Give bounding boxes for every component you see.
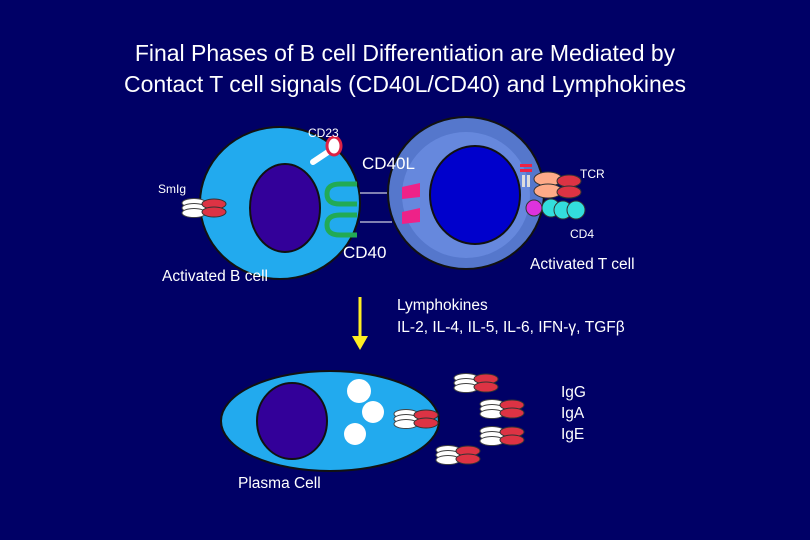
cd23-label: CD23 [308, 126, 339, 140]
plasma-cell-label: Plasma Cell [238, 475, 321, 492]
secreted-antibody-5 [435, 445, 481, 465]
smig-antibody [181, 198, 227, 218]
secreted-antibody-1 [453, 373, 499, 393]
cd40l-ligand-bottom [402, 208, 420, 224]
mhc-red-2 [556, 185, 582, 199]
activated-b-cell-label: Activated B cell [162, 268, 268, 285]
tcr-bar-3 [522, 175, 525, 187]
activated-t-cell [387, 116, 586, 270]
tcr-bar-4 [527, 175, 530, 187]
b-cell-nucleus [249, 163, 321, 253]
cd23-head [325, 135, 343, 157]
tcr-bar-1 [520, 164, 532, 167]
secreted-antibody-4 [479, 426, 525, 446]
cd40-receptor-bottom [324, 212, 357, 238]
page-title: Final Phases of B cell Differentiation a… [0, 38, 810, 100]
title-line-1: Final Phases of B cell Differentiation a… [134, 40, 676, 66]
tcr-label: TCR [580, 167, 605, 181]
cd40l-ligand-top [402, 183, 420, 199]
plasma-cell-nucleus [256, 382, 328, 460]
cd4-domain-3 [566, 200, 586, 220]
cd4-magenta [525, 199, 543, 217]
smig-label: SmIg [158, 182, 187, 196]
lymphokine-list: IL-2, IL-4, IL-5, IL-6, IFN-γ, TGFβ [397, 319, 625, 336]
secreted-antibody-2 [393, 409, 439, 429]
tcr-bar-2 [520, 169, 532, 172]
cd40-receptor-top [324, 181, 357, 207]
activated-t-cell-label: Activated T cell [530, 256, 635, 273]
activated-b-cell [181, 126, 392, 280]
lymphokines-label: Lymphokines [397, 297, 488, 314]
differentiation-arrow [352, 297, 368, 350]
cd40l-label: CD40L [362, 154, 415, 173]
title-line-2: Contact T cell signals (CD40L/CD40) and … [123, 71, 687, 97]
t-cell-nucleus [429, 145, 521, 245]
cd40-label: CD40 [343, 243, 387, 262]
iga-label: IgA [561, 405, 585, 422]
vesicle-3 [344, 423, 366, 445]
ige-label: IgE [561, 426, 585, 443]
vesicle-1 [347, 379, 371, 403]
plasma-cell [220, 370, 440, 472]
cd4-label: CD4 [570, 227, 595, 241]
igg-label: IgG [561, 384, 586, 401]
vesicle-2 [362, 401, 384, 423]
secreted-antibody-3 [479, 399, 525, 419]
mhc-red-1 [556, 174, 582, 188]
